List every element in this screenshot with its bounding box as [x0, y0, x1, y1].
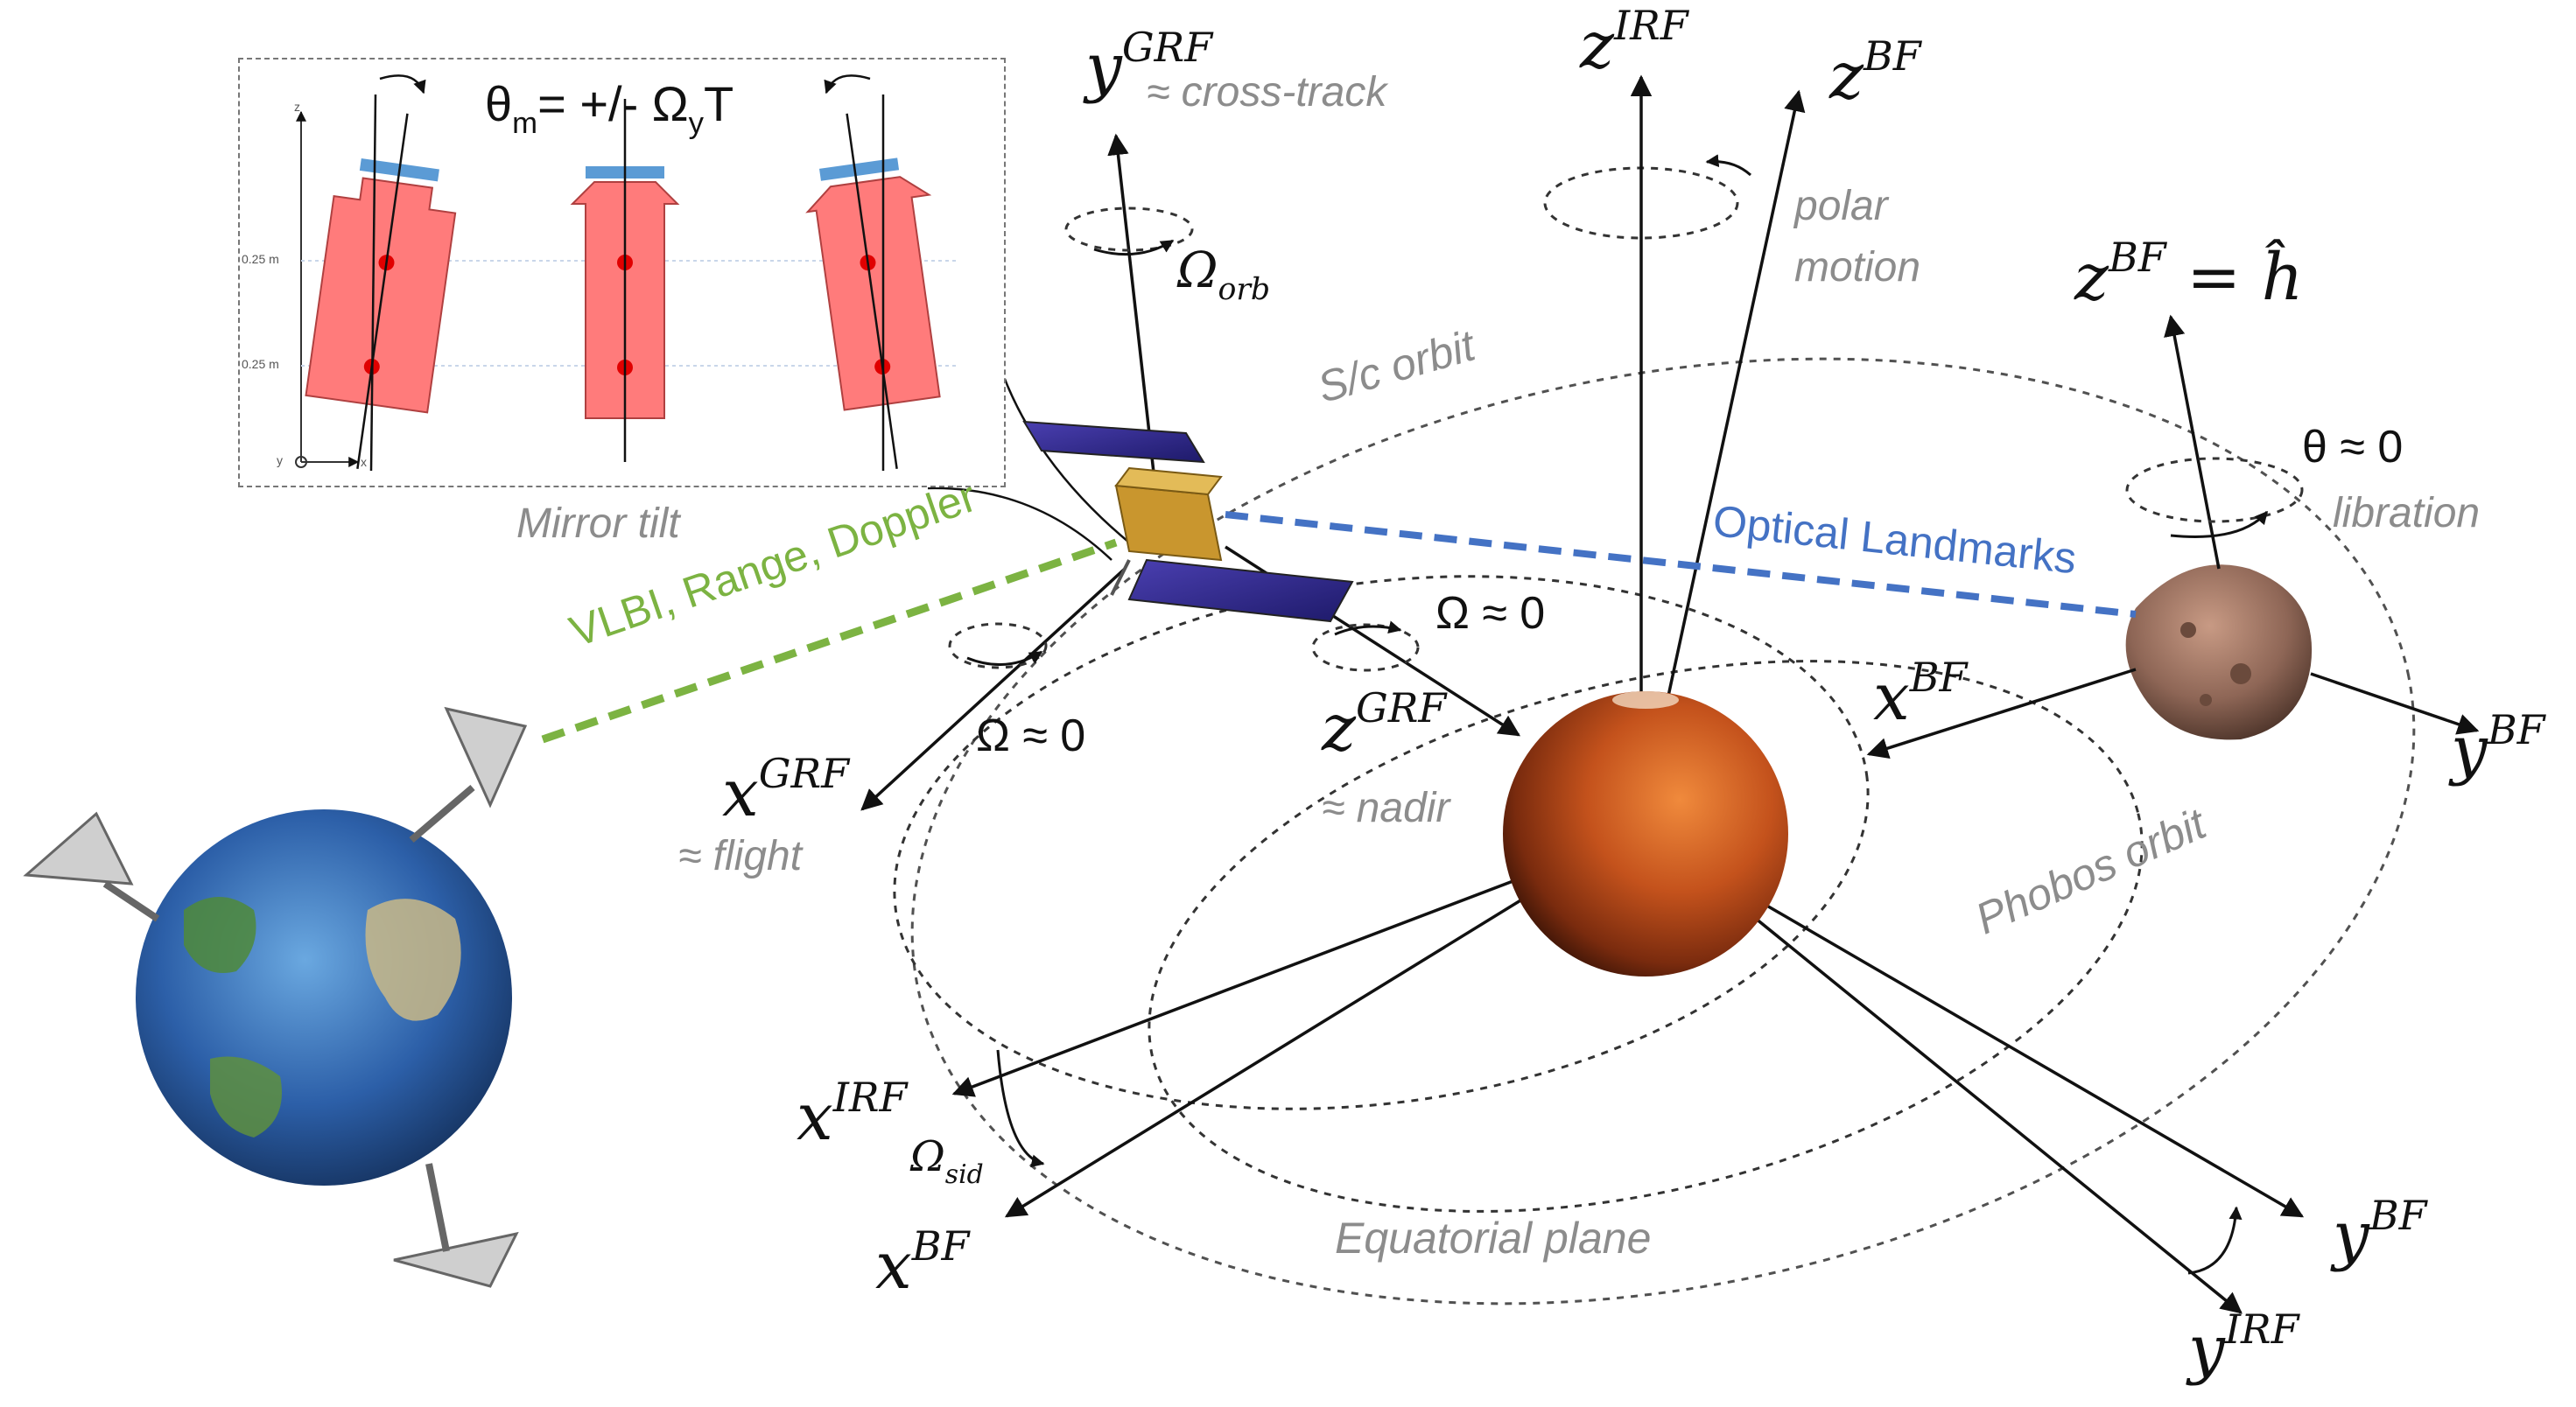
- phobos-y-axis: [2310, 672, 2480, 735]
- mars-z-bf-axis: [1666, 89, 1806, 701]
- omega-z-ellipse: [1311, 623, 1420, 672]
- libration-label: libration: [2333, 490, 2481, 536]
- x-grf-label: xGRF: [722, 750, 850, 831]
- ground-antenna-2: [23, 811, 160, 922]
- omega-x-ellipse: [948, 622, 1048, 669]
- polar-label: polar: [1794, 183, 1888, 229]
- inset-leader-line-2: [927, 486, 1113, 561]
- mirror-left: [305, 113, 457, 470]
- mars-y-bf-axis: [1758, 900, 2305, 1218]
- spacecraft-x-grf-axis: [860, 567, 1127, 811]
- z-grf-label: zGRF: [1322, 684, 1447, 766]
- omega-z-label: Ω ≈ 0: [1435, 588, 1546, 639]
- tilt-arrow-left: [379, 74, 426, 94]
- mirror-center: [570, 99, 680, 462]
- z-irf-label: zIRF: [1580, 2, 1688, 83]
- omega-sid-label: Ωsid: [910, 1132, 984, 1190]
- omega-x-arrow: [966, 650, 1043, 667]
- z-bf-mars-label: zBF: [1829, 32, 1921, 114]
- inset-axis-z: z: [294, 100, 300, 114]
- mirror-tilt-inset: θm= +/- ΩyT 0.25 m 0.25 m z y x: [238, 58, 1006, 487]
- omega-orb-label: Ωorb: [1177, 242, 1271, 307]
- motion-label: motion: [1794, 244, 1921, 290]
- y-irf-label: yIRF: [2188, 1306, 2299, 1387]
- omega-orb-arrow: [1093, 239, 1175, 256]
- cross-track-label: ≈ cross-track: [1147, 69, 1387, 116]
- ground-antenna-3: [393, 1163, 519, 1288]
- z-bf-phobos-label: zBF = ĥ: [2074, 234, 2304, 315]
- omega-orb-ellipse: [1064, 206, 1194, 252]
- x-bf-phobos-label: xBF: [1873, 654, 1968, 735]
- y-grf-label: yGRF: [1085, 24, 1213, 105]
- libration-ellipse: [2125, 457, 2304, 523]
- spacecraft-orbit-ellipse: [910, 357, 2416, 1306]
- tick-label-lower: 0.25 m: [242, 357, 279, 371]
- earth-continents: [184, 897, 461, 1138]
- x-irf-label: xIRF: [797, 1074, 908, 1155]
- y-bf-phobos-label: yBF: [2451, 706, 2545, 788]
- mirror-tilt-caption: Mirror tilt: [516, 500, 680, 547]
- equatorial-plane-label: Equatorial plane: [1335, 1214, 1652, 1263]
- mirror-tilt-formula: θm= +/- ΩyT: [485, 76, 734, 140]
- phobos-z-axis: [2164, 314, 2221, 570]
- tick-label-upper: 0.25 m: [242, 252, 279, 266]
- omega-z-arrow: [1334, 620, 1402, 636]
- tilt-arrow-right: [824, 74, 871, 94]
- x-bf-mars-label: xBF: [875, 1222, 970, 1304]
- spacecraft-y-grf-axis: [1107, 133, 1155, 473]
- omega-sid-arrow: [996, 1049, 1045, 1168]
- optical-landmarks-line: [1225, 511, 2137, 618]
- vlbi-link-line: [541, 538, 1118, 744]
- phobos-moon: [2125, 564, 2313, 740]
- y-bf-mars-label: yBF: [2333, 1192, 2427, 1273]
- phobos-x-axis: [1866, 668, 2137, 759]
- inset-axis-y: y: [277, 453, 283, 467]
- spacecraft: [1022, 420, 1354, 623]
- omega-x-label: Ω ≈ 0: [976, 710, 1086, 761]
- mars-polar-cap: [1612, 691, 1679, 709]
- inset-axis-x: x: [361, 455, 367, 469]
- mirror-tilt-drawing: [295, 74, 958, 472]
- ground-antenna-1: [409, 706, 528, 844]
- y-bf-rotation-arrow: [2187, 1206, 2243, 1275]
- flight-label: ≈ flight: [678, 833, 803, 879]
- mars-y-irf-axis: [1749, 913, 2243, 1314]
- earth-planet: [136, 809, 512, 1186]
- mars-x-bf-axis: [1004, 886, 1541, 1218]
- polar-motion-arrow: [1705, 154, 1752, 177]
- mars-planet: [1503, 691, 1788, 976]
- phobos-orbit-ellipse: [1148, 660, 2144, 1213]
- mirror-right: [805, 113, 941, 470]
- mars-x-irf-axis: [951, 869, 1541, 1097]
- libration-arrow: [2170, 510, 2269, 538]
- nadir-label: ≈ nadir: [1322, 785, 1450, 831]
- theta-label: θ ≈ 0: [2302, 422, 2404, 472]
